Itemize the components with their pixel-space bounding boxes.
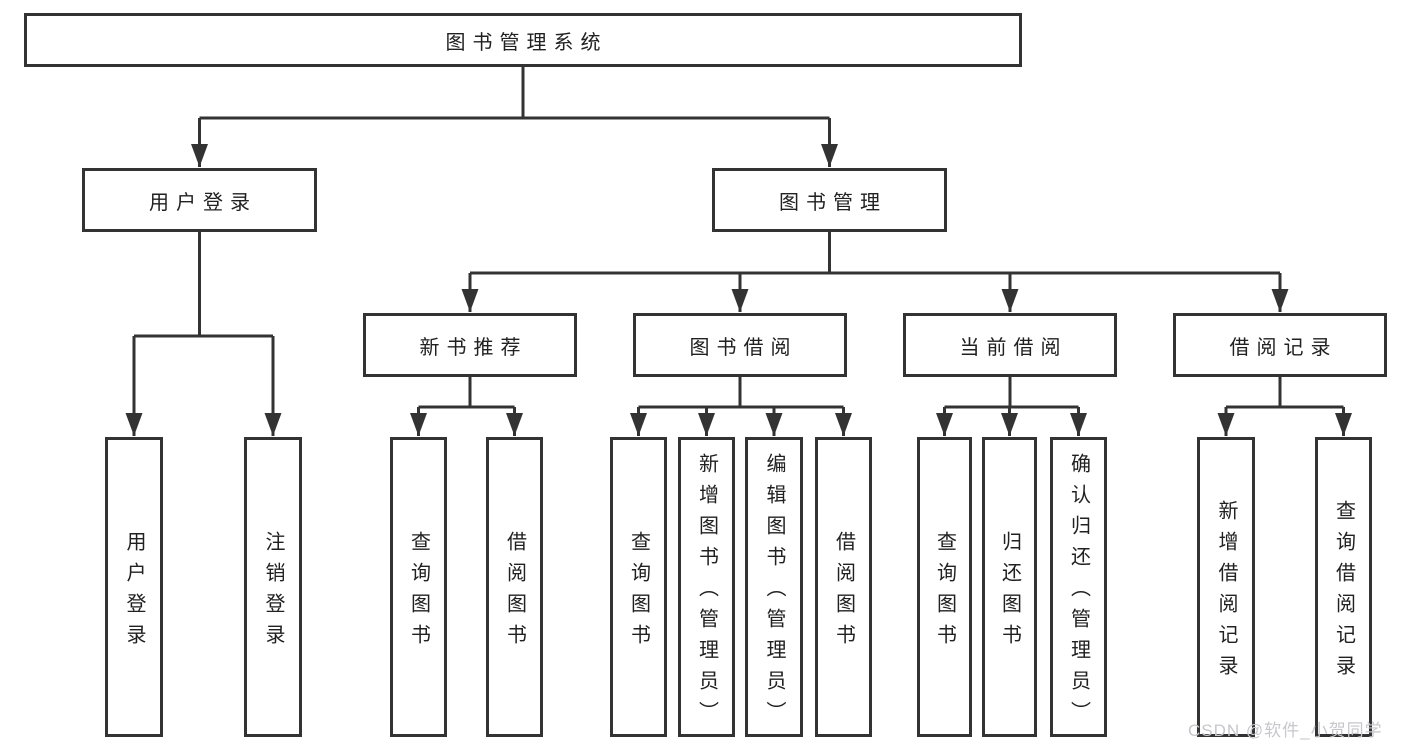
connector-current-bus xyxy=(944,377,1079,409)
leaf-add-borrow-record: 新增借阅记录 xyxy=(1197,437,1255,737)
node-label: 借阅图书 xyxy=(503,530,526,655)
leaf-return-books: 归还图书 xyxy=(982,437,1037,737)
leaf-query-books: 查询图书 xyxy=(390,437,447,737)
leaf-confirm-return-admin: 确认归还（管理员） xyxy=(1050,437,1107,737)
node-label: 查询借阅记录 xyxy=(1332,499,1355,686)
node-label: 借阅图书 xyxy=(832,530,855,655)
leaf-query-books: 查询图书 xyxy=(917,437,972,737)
node-label: 归还图书 xyxy=(998,530,1021,655)
connector-userlogin-bus xyxy=(134,232,273,338)
node-label: 当前借阅 xyxy=(959,336,1068,359)
connector-borrow-bus xyxy=(638,377,844,409)
leaf-query-books: 查询图书 xyxy=(610,437,667,737)
node-label: 图书管理 xyxy=(779,191,887,214)
node-label: 用户登录 xyxy=(149,191,257,214)
leaf-user-login: 用户登录 xyxy=(105,437,163,737)
node-borrow-records: 借阅记录 xyxy=(1173,313,1387,377)
node-label: 查询图书 xyxy=(407,530,430,655)
node-label: 注销登录 xyxy=(262,530,284,655)
node-user-login: 用户登录 xyxy=(82,168,317,232)
csdn-watermark: CSDN @软件_小贺同学 xyxy=(1188,721,1383,740)
node-label: 查询图书 xyxy=(933,530,956,655)
leaf-logout: 注销登录 xyxy=(244,437,302,737)
leaf-edit-books-admin: 编辑图书（管理员） xyxy=(745,437,803,737)
node-label: 图书借阅 xyxy=(689,336,798,359)
connector-root-bus xyxy=(199,67,830,120)
node-label: 用户登录 xyxy=(123,530,145,655)
node-new-book-recommend: 新书推荐 xyxy=(363,313,577,377)
connector-bookmgmt-bus xyxy=(470,232,1280,275)
node-label: 新增图书（管理员） xyxy=(695,453,718,732)
leaf-borrow-books: 借阅图书 xyxy=(815,437,872,737)
node-label: 查询图书 xyxy=(627,530,650,655)
leaf-borrow-books: 借阅图书 xyxy=(486,437,543,737)
node-label: 新书推荐 xyxy=(419,336,528,359)
connector-records-bus xyxy=(1226,377,1344,409)
node-label: 编辑图书（管理员） xyxy=(763,453,785,732)
node-label: 图书管理系统 xyxy=(445,31,608,54)
leaf-query-borrow-record: 查询借阅记录 xyxy=(1315,437,1372,737)
node-book-borrowing: 图书借阅 xyxy=(633,313,847,377)
node-label: 借阅记录 xyxy=(1229,336,1338,359)
node-root-library-system: 图书管理系统 xyxy=(24,13,1022,67)
connector-newbook-bus xyxy=(418,377,515,409)
node-book-management: 图书管理 xyxy=(712,168,947,232)
node-label: 确认归还（管理员） xyxy=(1067,453,1090,732)
node-current-borrowing: 当前借阅 xyxy=(903,313,1117,377)
leaf-add-books-admin: 新增图书（管理员） xyxy=(678,437,735,737)
node-label: 新增借阅记录 xyxy=(1215,499,1237,686)
